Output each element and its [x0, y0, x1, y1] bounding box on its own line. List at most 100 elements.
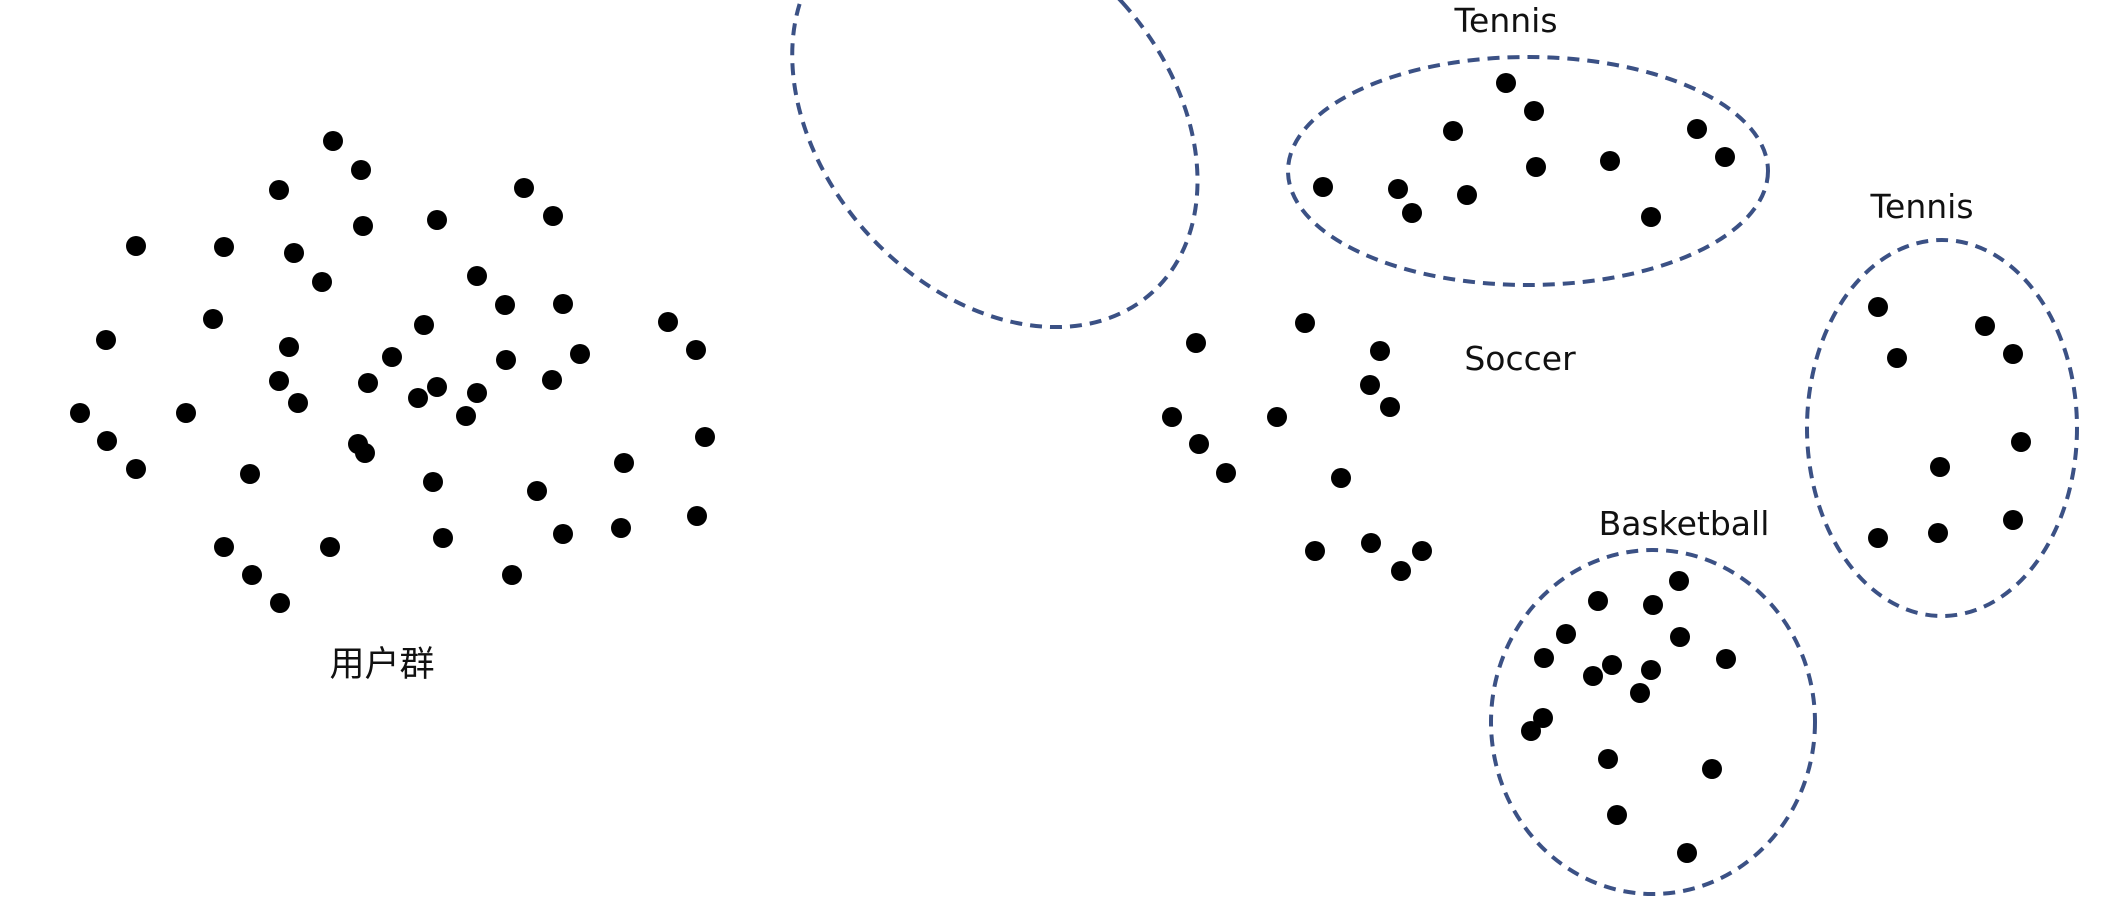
- cluster-tennis-right-user-dot: [1887, 348, 1907, 368]
- user-group-user-dot: [553, 524, 573, 544]
- user-group-user-dot: [70, 403, 90, 423]
- cluster-basketball: Basketball: [1489, 504, 1817, 896]
- user-group-user-dot: [320, 537, 340, 557]
- user-group-user-dot: [240, 464, 260, 484]
- user-group-user-dot: [288, 393, 308, 413]
- cluster-basketball-user-dot: [1521, 721, 1541, 741]
- cluster-tennis-right-user-dot: [1975, 316, 1995, 336]
- user-group-user-dot: [176, 403, 196, 423]
- user-group-user-dot: [269, 371, 289, 391]
- user-group-user-dot: [456, 406, 476, 426]
- cluster-tennis-top-user-dot: [1641, 207, 1661, 227]
- user-group-user-dot: [495, 295, 515, 315]
- user-group-user-dot: [687, 506, 707, 526]
- cluster-soccer-user-dot: [1412, 541, 1432, 561]
- cluster-tennis-right-user-dot: [1868, 297, 1888, 317]
- cluster-basketball-user-dot: [1643, 595, 1663, 615]
- user-group-user-dot: [553, 294, 573, 314]
- user-group-user-dot: [353, 216, 373, 236]
- user-group-user-dot: [427, 377, 447, 397]
- cluster-tennis-top-outline: [1286, 55, 1770, 287]
- cluster-tennis-top-user-dot: [1524, 101, 1544, 121]
- cluster-tennis-top: Tennis: [1286, 1, 1770, 287]
- cluster-basketball-user-dot: [1630, 683, 1650, 703]
- user-group-user-dot: [423, 472, 443, 492]
- cluster-tennis-top-user-dot: [1388, 179, 1408, 199]
- cluster-basketball-user-dot: [1534, 648, 1554, 668]
- user-group-user-dot: [323, 131, 343, 151]
- user-group-user-dot: [686, 340, 706, 360]
- cluster-tennis-right-user-dot: [1930, 457, 1950, 477]
- user-group-user-dot: [96, 330, 116, 350]
- user-group-user-dot: [502, 565, 522, 585]
- cluster-basketball-user-dot: [1670, 627, 1690, 647]
- user-group-user-dot: [312, 272, 332, 292]
- cluster-soccer-user-dot: [1370, 341, 1390, 361]
- cluster-tennis-top-user-dot: [1715, 147, 1735, 167]
- user-group-user-dot: [408, 388, 428, 408]
- cluster-soccer-user-dot: [1380, 397, 1400, 417]
- cluster-tennis-right-user-dot: [2003, 344, 2023, 364]
- cluster-tennis-top-user-dot: [1443, 121, 1463, 141]
- cluster-basketball-label: Basketball: [1599, 504, 1770, 543]
- user-group-user-dot: [358, 373, 378, 393]
- user-group-user-dot: [355, 443, 375, 463]
- user-group-user-dot: [126, 459, 146, 479]
- cluster-soccer-user-dot: [1295, 313, 1315, 333]
- cluster-soccer-user-dot: [1360, 375, 1380, 395]
- user-group-user-dot: [279, 337, 299, 357]
- user-group-user-dot: [269, 180, 289, 200]
- user-group-user-dot: [611, 518, 631, 538]
- user-group-user-dot: [542, 370, 562, 390]
- cluster-tennis-right-label: Tennis: [1869, 187, 1973, 226]
- cluster-tennis-right-user-dot: [1928, 523, 1948, 543]
- cluster-basketball-user-dot: [1556, 624, 1576, 644]
- cluster-tennis-top-user-dot: [1600, 151, 1620, 171]
- cluster-soccer-user-dot: [1189, 434, 1209, 454]
- cluster-soccer-label: Soccer: [1464, 339, 1576, 378]
- cluster-tennis-top-user-dot: [1457, 185, 1477, 205]
- cluster-soccer-user-dot: [1186, 333, 1206, 353]
- cluster-soccer-user-dot: [1361, 533, 1381, 553]
- user-group-user-dot: [382, 347, 402, 367]
- cluster-basketball-user-dot: [1641, 660, 1661, 680]
- cluster-basketball-user-dot: [1716, 649, 1736, 669]
- user-group-user-dot: [614, 453, 634, 473]
- cluster-basketball-user-dot: [1677, 843, 1697, 863]
- cluster-soccer-user-dot: [1305, 541, 1325, 561]
- cluster-basketball-user-dot: [1583, 666, 1603, 686]
- cluster-soccer-user-dot: [1391, 561, 1411, 581]
- cluster-soccer-user-dot: [1331, 468, 1351, 488]
- cluster-soccer-user-dot: [1216, 463, 1236, 483]
- user-group-user-dot: [351, 160, 371, 180]
- cluster-tennis-top-user-dot: [1402, 203, 1422, 223]
- user-group-user-dot: [414, 315, 434, 335]
- user-group-user-dot: [467, 266, 487, 286]
- user-group-user-dot: [433, 528, 453, 548]
- user-group-user-dot: [284, 243, 304, 263]
- cluster-soccer-user-dot: [1267, 407, 1287, 427]
- cluster-soccer: Soccer: [790, 0, 1576, 581]
- cluster-tennis-right-user-dot: [2011, 432, 2031, 452]
- user-group-user-dot: [214, 237, 234, 257]
- cluster-soccer-outline: [790, 0, 1200, 330]
- cluster-soccer-user-dot: [1162, 407, 1182, 427]
- user-group: [70, 131, 715, 613]
- user-group-user-dot: [514, 178, 534, 198]
- cluster-tennis-right-user-dot: [2003, 510, 2023, 530]
- user-group-user-dot: [270, 593, 290, 613]
- cluster-tennis-top-user-dot: [1313, 177, 1333, 197]
- cluster-basketball-user-dot: [1607, 805, 1627, 825]
- cluster-basketball-user-dot: [1598, 749, 1618, 769]
- user-group-user-dot: [242, 565, 262, 585]
- user-group-user-dot: [214, 537, 234, 557]
- cluster-basketball-user-dot: [1588, 591, 1608, 611]
- cluster-basketball-user-dot: [1533, 708, 1553, 728]
- user-group-user-dot: [695, 427, 715, 447]
- cluster-basketball-user-dot: [1602, 655, 1622, 675]
- cluster-basketball-user-dot: [1702, 759, 1722, 779]
- cluster-tennis-top-user-dot: [1526, 157, 1546, 177]
- user-group-user-dot: [126, 236, 146, 256]
- cluster-basketball-outline: [1489, 548, 1817, 896]
